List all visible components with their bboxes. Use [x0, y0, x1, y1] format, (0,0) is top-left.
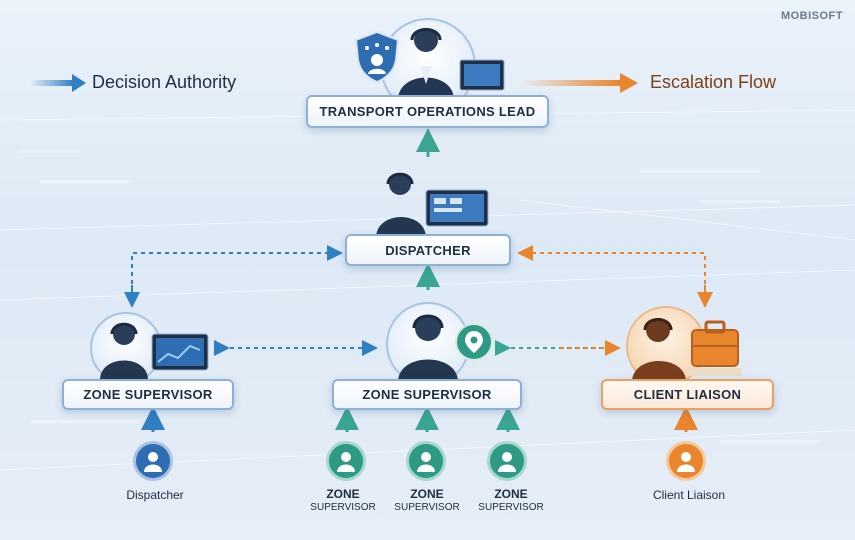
sub-label-zone-3-line2: SUPERVISOR — [478, 502, 544, 513]
node-zone-supervisor-center: ZONE SUPERVISOR — [332, 379, 522, 410]
client-liaison-avatar — [666, 441, 706, 481]
person-icon — [417, 452, 435, 472]
person-icon — [337, 452, 355, 472]
zone-sub-avatar-2 — [406, 441, 446, 481]
client-liaison-person-icon — [632, 318, 742, 382]
zone-sub-avatar-1 — [326, 441, 366, 481]
zone-sub-avatar-3 — [487, 441, 527, 481]
sub-label-zone-1-line2: SUPERVISOR — [310, 502, 376, 513]
location-pin-icon — [455, 323, 493, 361]
person-icon — [498, 452, 516, 472]
dispatcher-person-icon — [376, 172, 489, 238]
sub-label-zone-2: ZONE SUPERVISOR — [394, 487, 459, 515]
sub-label-zone-2-line1: ZONE — [410, 487, 444, 501]
node-dispatcher: DISPATCHER — [345, 234, 511, 266]
legend-escalation-flow: Escalation Flow — [650, 72, 777, 92]
lead-person-icon — [398, 28, 505, 100]
person-icon — [677, 452, 695, 472]
zone-supervisor-center-person-icon — [398, 314, 458, 382]
decision-authority-arrow-icon — [30, 74, 86, 92]
sub-label-zone-1: ZONE SUPERVISOR — [310, 487, 375, 515]
node-zone-supervisor-left: ZONE SUPERVISOR — [62, 379, 234, 410]
person-icon — [144, 452, 162, 472]
sub-label-zone-3-line1: ZONE — [494, 487, 528, 501]
node-client-liaison: CLIENT LIAISON — [601, 379, 774, 410]
node-transport-operations-lead: TRANSPORT OPERATIONS LEAD — [306, 95, 549, 128]
brand-logo: MOBISOFT — [781, 10, 843, 22]
zone-supervisor-left-person-icon — [100, 322, 209, 380]
sub-label-zone-1-line1: ZONE — [326, 487, 360, 501]
sub-label-dispatcher: Dispatcher — [126, 488, 184, 502]
sub-label-zone-2-line2: SUPERVISOR — [394, 502, 460, 513]
dispatcher-avatar — [133, 441, 173, 481]
legend-decision-authority: Decision Authority — [92, 72, 237, 92]
sub-label-client-liaison: Client Liaison — [652, 488, 726, 502]
escalation-flow-arrow-icon — [520, 73, 638, 93]
logo-text: MOBISOFT — [780, 10, 843, 22]
shield-star-icon — [354, 30, 400, 84]
sub-label-zone-3: ZONE SUPERVISOR — [478, 487, 543, 515]
